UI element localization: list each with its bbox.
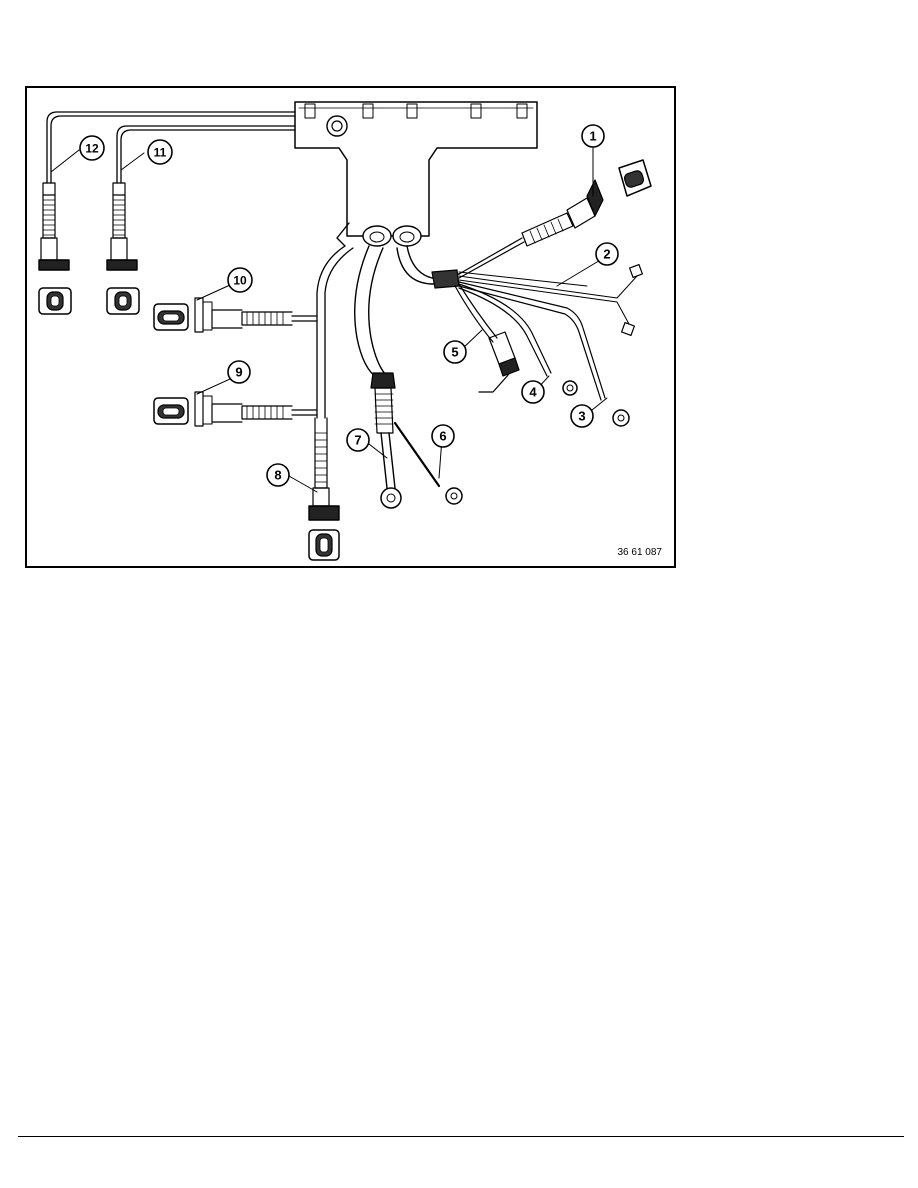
callout-1-label: 1 [589,129,596,144]
callout-11: 11 [147,139,173,165]
callout-12-label: 12 [85,142,99,156]
callout-9: 9 [227,360,251,384]
wiring-harness-drawing: 1 2 3 4 5 6 7 8 9 10 11 12 [38,101,652,561]
callout-12: 12 [79,135,105,161]
callout-5-label: 5 [451,345,458,360]
callout-10: 10 [227,267,253,293]
connector-8 [308,417,340,561]
callout-8-label: 8 [274,468,281,483]
wire-to-connector-11 [116,125,296,184]
wiring-harness-figure: 1 2 3 4 5 6 7 8 9 10 11 12 [25,86,676,568]
wire-to-connector-12 [46,111,296,184]
callout-5: 5 [443,340,467,364]
right-bundle [396,159,652,427]
callout-10-label: 10 [233,274,247,288]
callout-3-label: 3 [578,409,585,424]
connector-11 [106,182,140,315]
trunk-wire-left [291,245,354,419]
connector-10 [153,297,293,333]
callout-8: 8 [266,463,290,487]
callouts: 1 2 3 4 5 6 7 8 9 10 11 12 [79,124,619,487]
callout-2-label: 2 [603,247,610,262]
callout-4: 4 [521,380,545,404]
callout-1: 1 [581,124,605,148]
callout-6-label: 6 [439,429,446,444]
callout-7: 7 [346,428,370,452]
leader-lines [50,145,608,493]
junction-block [294,101,538,247]
cable-7-and-6 [354,245,463,509]
footer-divider [18,1136,904,1137]
callout-3: 3 [570,404,594,428]
figure-reference-code: 36 61 087 [617,547,663,558]
callout-9-label: 9 [235,365,242,380]
callout-6: 6 [431,424,455,448]
callout-2: 2 [595,242,619,266]
callout-4-label: 4 [529,385,537,400]
connector-12 [38,182,72,315]
callout-11-label: 11 [154,146,167,160]
connector-9 [153,391,293,427]
callout-7-label: 7 [354,433,361,448]
